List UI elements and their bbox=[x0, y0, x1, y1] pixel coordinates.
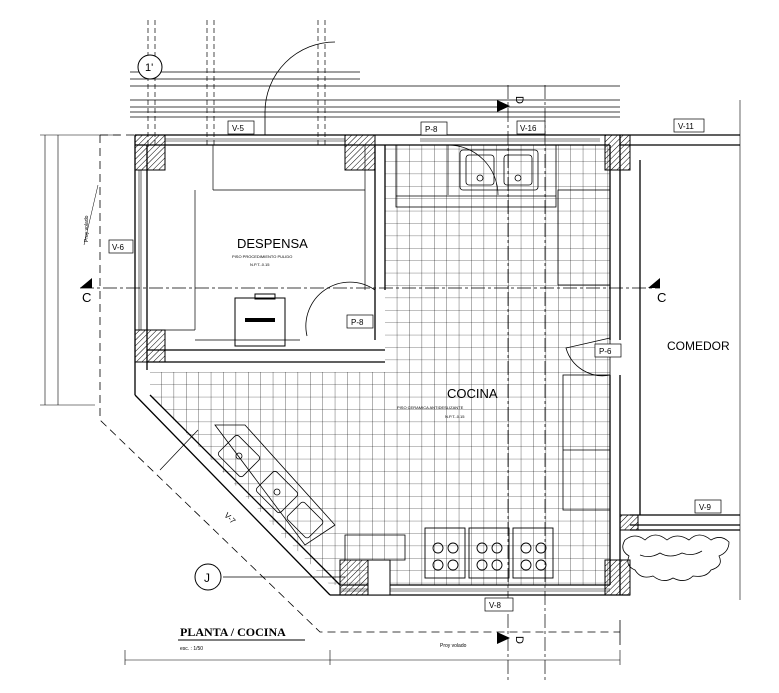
axis-lines bbox=[80, 20, 660, 680]
room-label-cocina: COCINA bbox=[447, 386, 498, 401]
kitchen-tile-floor bbox=[150, 145, 610, 585]
section-c-right: C bbox=[657, 290, 666, 305]
axis-bubble-1 bbox=[137, 54, 163, 80]
window-tag-v6: V-6 bbox=[112, 243, 125, 252]
room-label-comedor: COMEDOR bbox=[667, 339, 730, 353]
garden-shrubs bbox=[622, 534, 730, 581]
window-tag-v11: V-11 bbox=[678, 122, 694, 131]
window-tag-v9: V-9 bbox=[699, 503, 712, 512]
drawing-scale: esc. : 1/50 bbox=[180, 646, 203, 652]
section-d-top: D bbox=[513, 96, 525, 104]
axis-label-1: 1' bbox=[145, 62, 153, 74]
section-c-left-arrow bbox=[80, 278, 92, 288]
door-tag-p8-top: P-8 bbox=[425, 125, 438, 134]
cocina-floor-note: PISO CERAMICA ANTIDESLIZANTE bbox=[397, 405, 464, 410]
window-tag-v8: V-8 bbox=[489, 601, 502, 610]
window-tag-v16: V-16 bbox=[520, 124, 537, 133]
room-label-despensa: DESPENSA bbox=[237, 236, 308, 251]
window-tag-v5: V-5 bbox=[232, 124, 245, 133]
door-tag-p8-pantry: P-8 bbox=[351, 318, 364, 327]
section-d-bottom-arrow bbox=[497, 632, 510, 644]
top-counter bbox=[395, 144, 557, 208]
pantry-door bbox=[305, 281, 376, 337]
structural-columns bbox=[134, 134, 639, 596]
section-d-top-arrow bbox=[497, 100, 510, 112]
despensa-floor-note: PISO PROCEDIMIENTO PULIDO bbox=[232, 254, 292, 259]
section-c-right-arrow bbox=[648, 278, 660, 288]
axis-label-j: J bbox=[204, 571, 210, 585]
axis-bubble-j bbox=[194, 563, 222, 591]
right-counters bbox=[557, 189, 611, 511]
stoves bbox=[424, 527, 554, 579]
despensa-level: N.P.T.-0.15 bbox=[250, 262, 270, 267]
diagonal-counter-sinks bbox=[214, 424, 336, 546]
door-swing-top bbox=[264, 41, 336, 135]
pantry-appliance bbox=[234, 293, 286, 347]
section-d-bottom: D bbox=[513, 636, 525, 644]
note-proy-left: Proy volado bbox=[84, 215, 90, 242]
cocina-level: N.P.T.-0.15 bbox=[445, 414, 465, 419]
walls bbox=[134, 134, 740, 596]
kitchen-door-top bbox=[447, 144, 499, 196]
window-tag-v7: V-7 bbox=[222, 511, 237, 526]
dimension-lines bbox=[40, 100, 741, 665]
note-proy-bottom: Proy volado bbox=[440, 643, 467, 649]
drawing-title: PLANTA / COCINA bbox=[180, 625, 286, 639]
door-tag-p6: P-6 bbox=[599, 347, 612, 356]
section-c-left: C bbox=[82, 290, 91, 305]
pantry-shelves bbox=[147, 145, 366, 341]
